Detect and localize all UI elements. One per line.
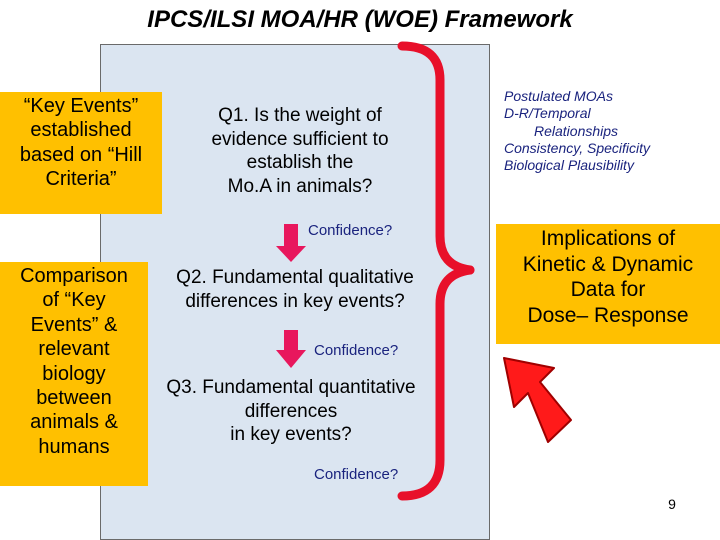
key-events-line: Criteria”	[45, 168, 117, 191]
question-1-line: Q1. Is the weight of	[218, 105, 382, 126]
question-1-line: establish the	[246, 152, 354, 174]
question-3-line: in key events?	[230, 424, 352, 446]
moa-criteria-line: Consistency, Specificity	[504, 140, 651, 157]
key-events-line: established	[30, 119, 132, 142]
page-title: IPCS/ILSI MOA/HR (WOE) Framework	[147, 6, 573, 33]
comparison-line: of “Key	[42, 289, 106, 312]
moa-criteria-line: Relationships	[534, 122, 619, 139]
key-events-line: based on “Hill	[19, 143, 143, 166]
question-3: Q3. Fundamental quantitative differences…	[146, 376, 436, 447]
question-2-line: differences in key events?	[185, 290, 405, 312]
implications-line: Implications of	[540, 227, 676, 250]
comparison-line: biology	[42, 362, 106, 385]
moa-criteria: Postulated MOAs D-R/Temporal Relationshi…	[504, 88, 714, 175]
down-arrow-1	[276, 224, 306, 262]
question-panel	[100, 44, 490, 540]
implications-line: Dose– Response	[527, 303, 689, 327]
comparison-line: humans	[38, 435, 110, 458]
implications-line: Kinetic & Dynamic	[522, 252, 694, 276]
comparison-line: animals &	[30, 411, 118, 434]
moa-criteria-line: Postulated MOAs	[504, 88, 613, 104]
question-2-line: Q2. Fundamental qualitative	[176, 267, 414, 288]
key-events-box: “Key Events” established based on “Hill …	[0, 92, 162, 214]
comparison-line: between	[36, 386, 112, 409]
confidence-label-3: Confidence?	[314, 466, 399, 483]
comparison-line: Events” &	[30, 313, 118, 336]
implications-line: Data for	[570, 278, 646, 302]
confidence-label-2: Confidence?	[314, 342, 399, 359]
big-arrow	[503, 357, 572, 443]
upper-brace	[397, 41, 475, 275]
confidence-label-1: Confidence?	[308, 222, 393, 239]
question-2: Q2. Fundamental qualitative differences …	[150, 266, 440, 313]
moa-criteria-line: Biological Plausibility	[504, 157, 634, 174]
question-3-line: Q3. Fundamental quantitative	[166, 377, 416, 398]
question-1: Q1. Is the weight of evidence sufficient…	[160, 104, 440, 198]
key-events-line: “Key Events”	[23, 95, 139, 117]
comparison-line: Comparison	[20, 265, 128, 287]
page-number: 9	[668, 496, 676, 512]
down-arrow-2	[276, 330, 306, 368]
question-3-line: differences	[244, 400, 338, 422]
lower-brace	[397, 265, 475, 501]
question-1-line: Mo.A in animals?	[227, 175, 373, 197]
implications-box: Implications of Kinetic & Dynamic Data f…	[496, 224, 720, 344]
comparison-line: relevant	[38, 338, 110, 361]
moa-criteria-line: D-R/Temporal	[504, 105, 591, 122]
comparison-box: Comparison of “Key Events” & relevant bi…	[0, 262, 148, 486]
question-1-line: evidence sufficient to	[211, 128, 389, 150]
